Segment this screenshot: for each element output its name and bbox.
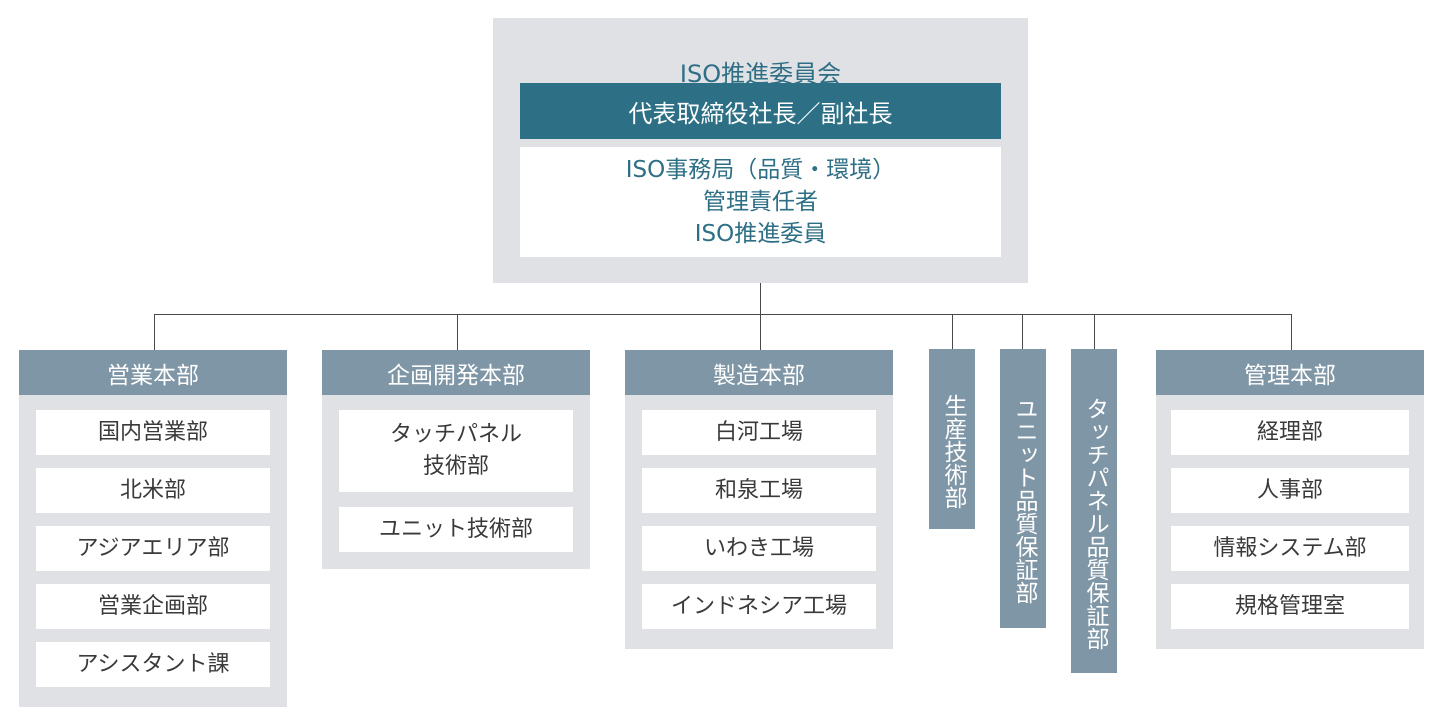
connector-production-eng (952, 314, 953, 350)
dept-item-line-1: タッチパネル (389, 422, 522, 447)
dept-item: いわき工場 (642, 526, 876, 571)
iso-committee-box: ISO推進委員会 代表取締役社長／副社長 ISO事務局（品質・環境） 管理責任者… (493, 18, 1028, 283)
connector-touchpanel-qa (1094, 314, 1095, 350)
dept-item: 情報システム部 (1171, 526, 1409, 571)
connector-sales (154, 314, 155, 350)
office-line-3: ISO推進委員 (694, 221, 827, 247)
dept-item: 白河工場 (642, 410, 876, 455)
ceo-box: 代表取締役社長／副社長 (520, 83, 1001, 139)
dept-item: アシスタント課 (36, 642, 270, 687)
connector-manufacturing (760, 314, 761, 350)
dept-production-engineering: 生産技術部 (929, 349, 975, 529)
dept-touchpanel-quality-assurance: タッチパネル品質保証部 (1071, 349, 1117, 673)
connector-admin (1291, 314, 1292, 350)
dept-item: タッチパネル 技術部 (339, 410, 573, 492)
connector-horizontal (154, 314, 1292, 315)
dept-item: 和泉工場 (642, 468, 876, 513)
dept-item: 北米部 (36, 468, 270, 513)
dept-sales-title: 営業本部 (19, 350, 287, 395)
dept-item: ユニット技術部 (339, 507, 573, 552)
connector-trunk (760, 283, 761, 315)
dept-manufacturing: 製造本部 白河工場 和泉工場 いわき工場 インドネシア工場 (625, 350, 893, 649)
dept-item: 営業企画部 (36, 584, 270, 629)
dept-item: 経理部 (1171, 410, 1409, 455)
dept-item-line-2: 技術部 (422, 454, 489, 479)
dept-item: 規格管理室 (1171, 584, 1409, 629)
dept-manufacturing-title: 製造本部 (625, 350, 893, 395)
iso-office-box: ISO事務局（品質・環境） 管理責任者 ISO推進委員 (520, 147, 1001, 257)
dept-administration: 管理本部 経理部 人事部 情報システム部 規格管理室 (1156, 350, 1424, 649)
connector-unit-qa (1022, 314, 1023, 350)
dept-administration-title: 管理本部 (1156, 350, 1424, 395)
office-line-1: ISO事務局（品質・環境） (625, 157, 896, 183)
dept-sales: 営業本部 国内営業部 北米部 アジアエリア部 営業企画部 アシスタント課 (19, 350, 287, 707)
dept-unit-quality-assurance: ユニット品質保証部 (1000, 349, 1046, 628)
dept-item: 国内営業部 (36, 410, 270, 455)
office-line-2: 管理責任者 (703, 189, 818, 215)
dept-item: アジアエリア部 (36, 526, 270, 571)
dept-planning: 企画開発本部 タッチパネル 技術部 ユニット技術部 (322, 350, 590, 569)
connector-planning (457, 314, 458, 350)
dept-planning-title: 企画開発本部 (322, 350, 590, 395)
dept-item: インドネシア工場 (642, 584, 876, 629)
dept-item: 人事部 (1171, 468, 1409, 513)
